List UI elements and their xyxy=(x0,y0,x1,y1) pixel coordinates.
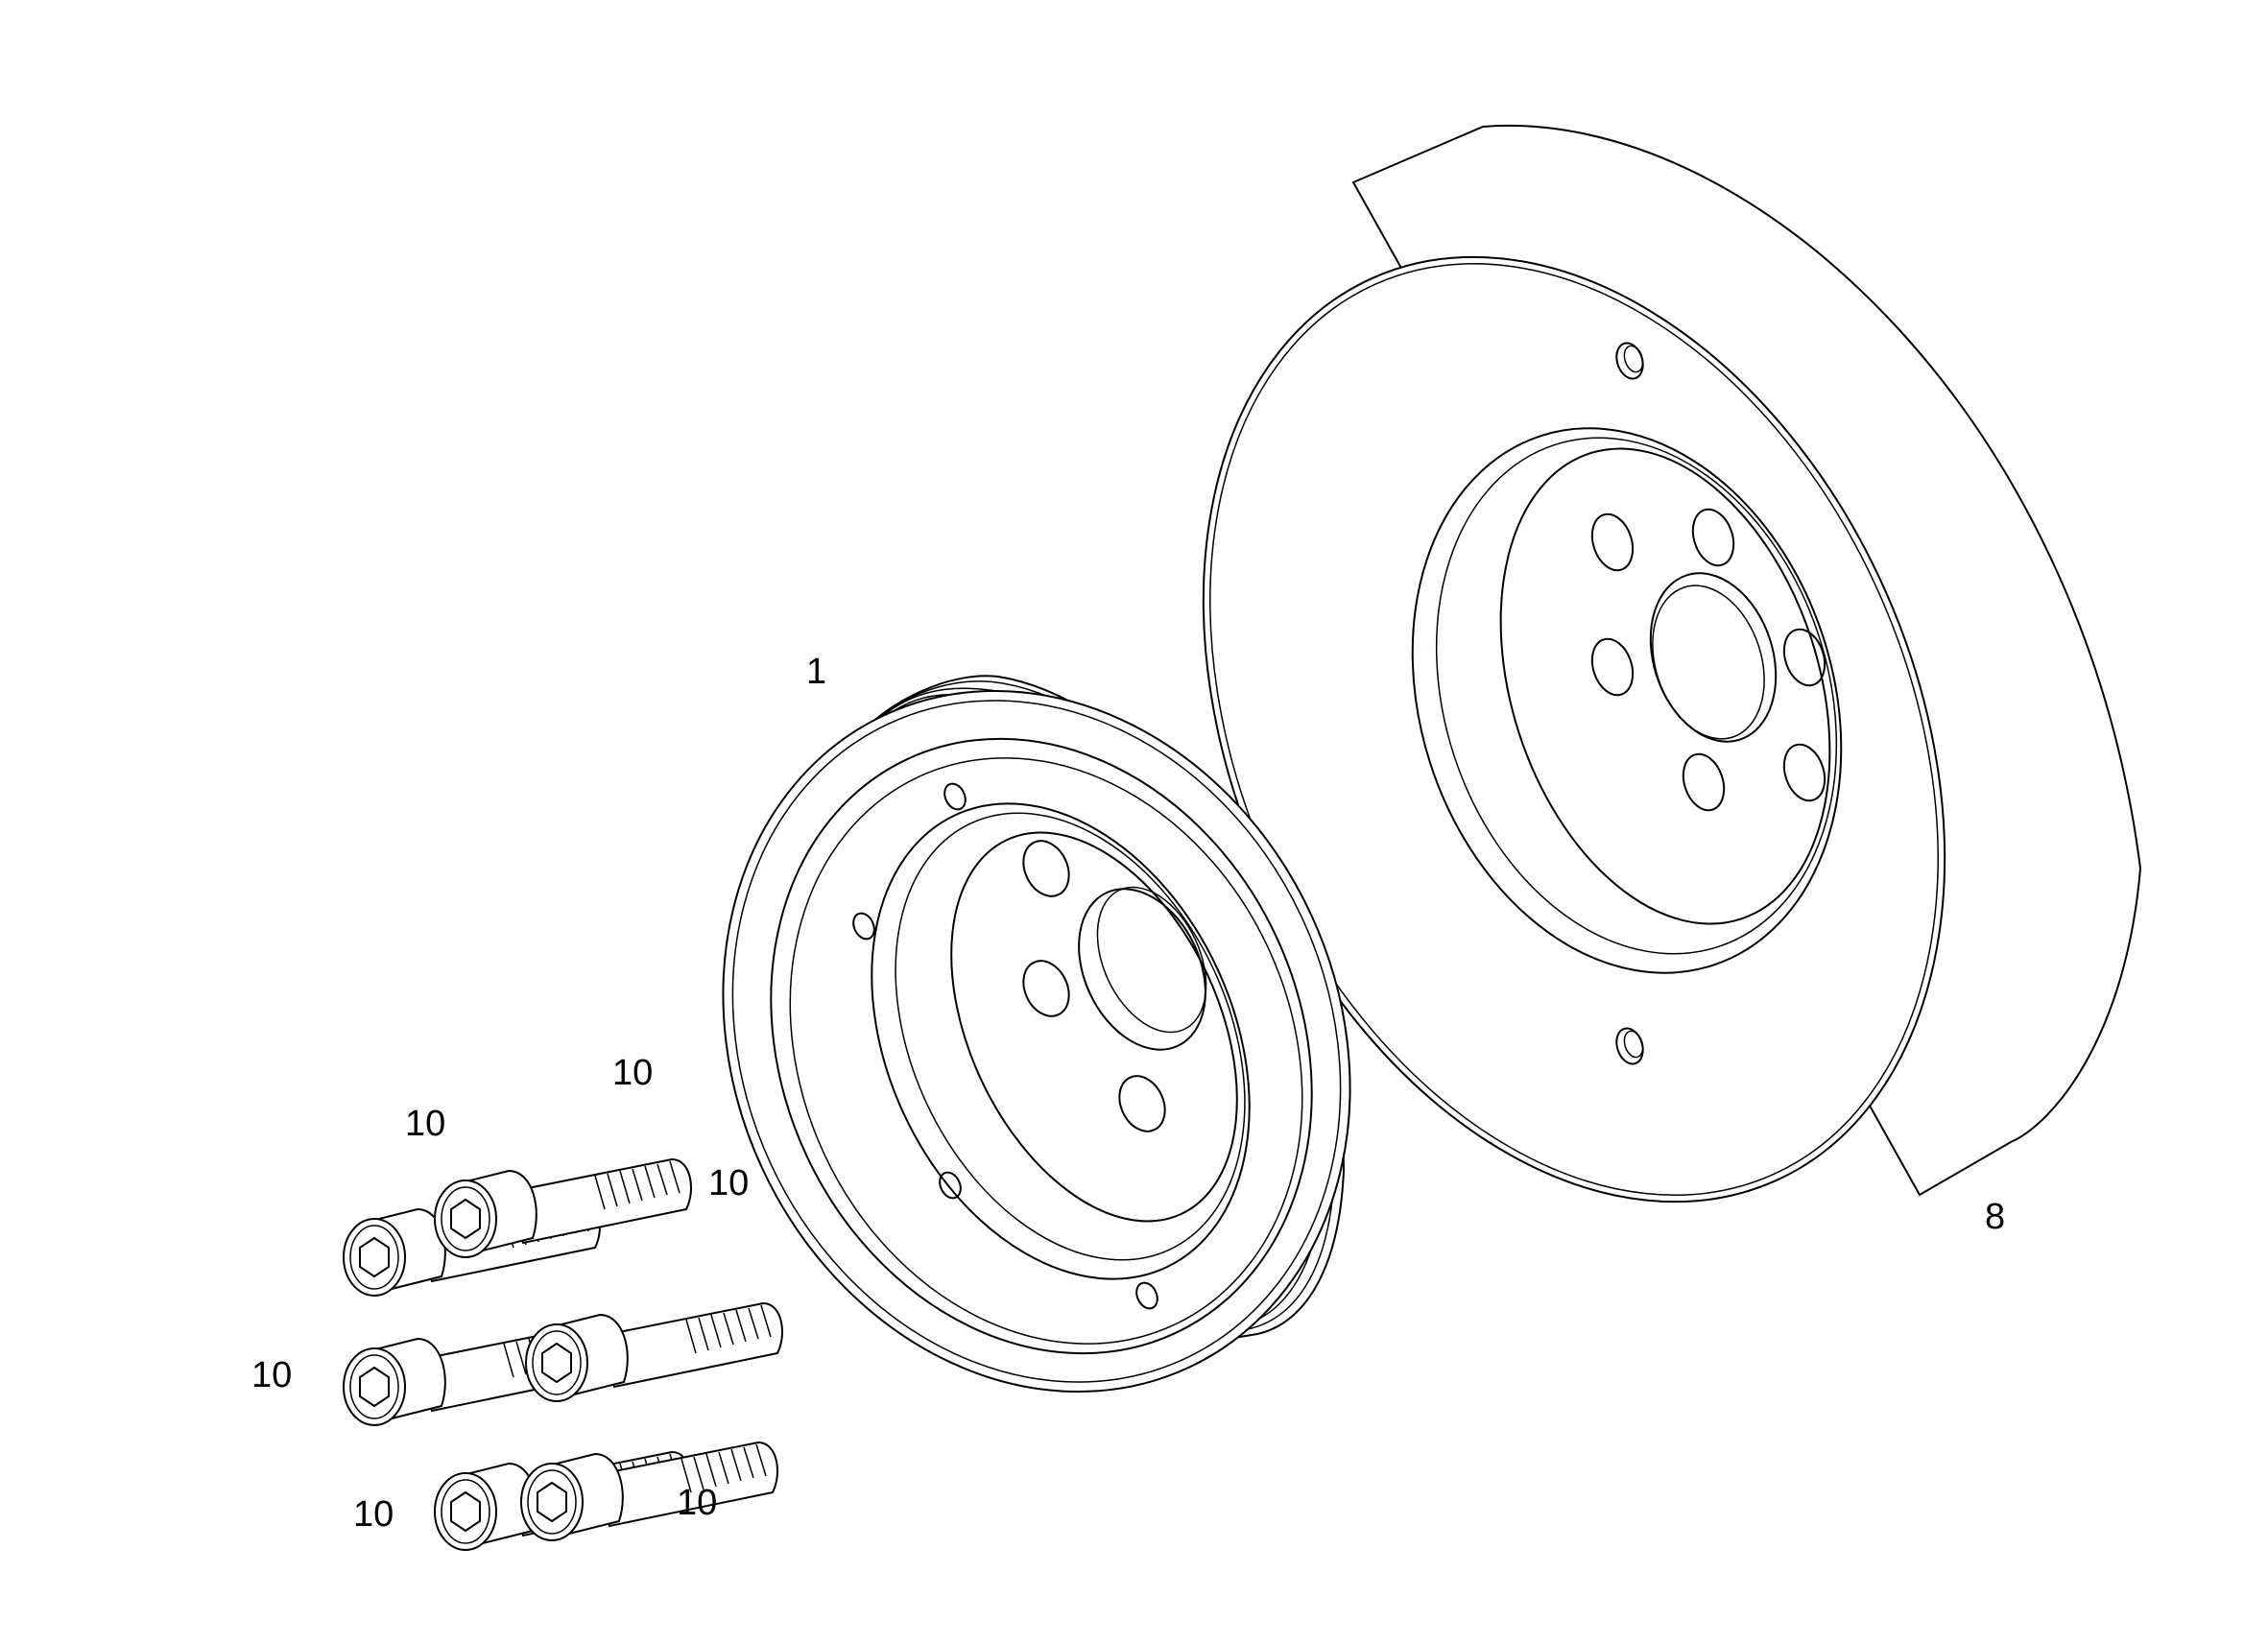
callout-damper: 8 xyxy=(1985,1197,2005,1237)
callout-screw: 10 xyxy=(353,1494,394,1535)
callout-screw: 10 xyxy=(677,1483,717,1523)
callout-screw: 10 xyxy=(612,1053,653,1093)
socket-head-screw xyxy=(525,1302,783,1402)
callout-screw: 10 xyxy=(251,1355,292,1395)
callout-screw: 10 xyxy=(405,1104,445,1144)
belt-pulley xyxy=(722,675,1351,1394)
vibration-damper xyxy=(1202,124,2142,1203)
callout-screw: 10 xyxy=(708,1163,749,1203)
callout-pulley: 1 xyxy=(806,652,826,692)
